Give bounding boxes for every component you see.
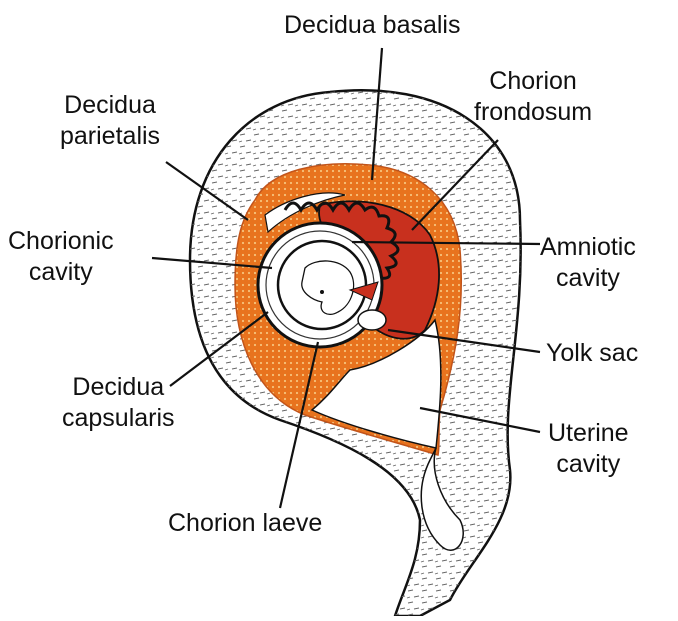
yolk-sac-shape <box>358 310 386 330</box>
label-line: capsularis <box>62 403 175 434</box>
embryo-eye <box>320 290 324 294</box>
label-line: Decidua <box>62 372 175 403</box>
label-line: Decidua <box>60 90 160 121</box>
label-line: Amniotic <box>540 232 636 263</box>
label-chorion-laeve: Chorion laeve <box>168 508 322 539</box>
label-line: cavity <box>8 257 114 288</box>
label-line: Yolk sac <box>546 338 638 369</box>
label-line: Chorion <box>474 66 592 97</box>
label-decidua-parietalis: Decidua parietalis <box>60 90 160 152</box>
label-line: parietalis <box>60 121 160 152</box>
label-decidua-basalis: Decidua basalis <box>284 10 461 41</box>
label-chorion-frondosum: Chorion frondosum <box>474 66 592 128</box>
label-line: cavity <box>540 263 636 294</box>
label-yolk-sac: Yolk sac <box>546 338 638 369</box>
label-uterine-cavity: Uterine cavity <box>548 418 629 480</box>
label-line: Chorionic <box>8 226 114 257</box>
label-line: cavity <box>548 449 629 480</box>
label-amniotic-cavity: Amniotic cavity <box>540 232 636 294</box>
label-line: Decidua basalis <box>284 10 461 41</box>
label-chorionic-cavity: Chorionic cavity <box>8 226 114 288</box>
label-line: Uterine <box>548 418 629 449</box>
label-decidua-capsularis: Decidua capsularis <box>62 372 175 434</box>
label-line: frondosum <box>474 97 592 128</box>
label-line: Chorion laeve <box>168 508 322 539</box>
